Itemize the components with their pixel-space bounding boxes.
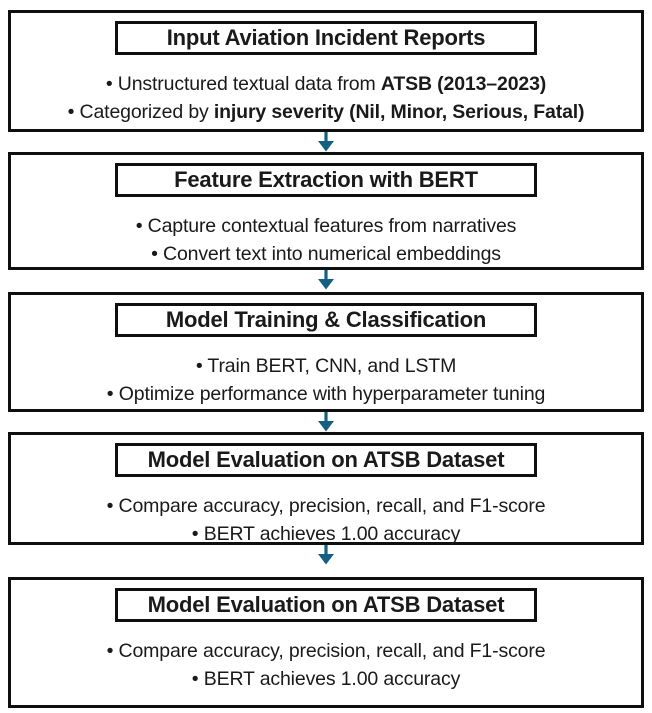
bullet-text: • Unstructured textual data from: [105, 73, 381, 95]
step-title-frame: Model Evaluation on ATSB Dataset: [115, 588, 537, 622]
flow-connector: [8, 132, 644, 152]
bullet-line: • Convert text into numerical embeddings: [136, 240, 517, 268]
flow-step-model-training: Model Training & Classification • Train …: [8, 292, 644, 412]
flow-step-model-evaluation-2: Model Evaluation on ATSB Dataset • Compa…: [8, 577, 644, 708]
bullet-text: • Capture contextual features from narra…: [135, 215, 517, 237]
step-title: Model Training & Classification: [165, 307, 487, 332]
flow-connector: [8, 270, 644, 292]
step-title: Model Evaluation on ATSB Dataset: [147, 447, 505, 472]
bullet-text-bold: injury severity (Nil, Minor, Serious, Fa…: [213, 101, 585, 123]
down-arrow-icon: [318, 132, 334, 152]
bullet-line: • Train BERT, CNN, and LSTM: [107, 352, 545, 380]
bullet-text: • Compare accuracy, precision, recall, a…: [106, 495, 546, 517]
bullet-line: • Capture contextual features from narra…: [136, 212, 517, 240]
bullet-text: • Optimize performance with hyperparamet…: [106, 383, 546, 405]
step-bullets: • Unstructured textual data from ATSB (2…: [68, 70, 585, 126]
flow-step-model-evaluation: Model Evaluation on ATSB Dataset • Compa…: [8, 432, 644, 545]
bullet-text: • Compare accuracy, precision, recall, a…: [106, 640, 546, 662]
bullet-text-bold: ATSB (2013–2023): [380, 73, 547, 95]
bullet-text: • Convert text into numerical embeddings: [151, 243, 501, 265]
step-title: Input Aviation Incident Reports: [166, 25, 486, 50]
bullet-line: • Categorized by injury severity (Nil, M…: [68, 98, 585, 126]
down-arrow-icon: [318, 545, 334, 565]
step-bullets: • Compare accuracy, precision, recall, a…: [107, 637, 546, 693]
step-bullets: • Compare accuracy, precision, recall, a…: [107, 492, 546, 548]
bullet-line: • Compare accuracy, precision, recall, a…: [107, 492, 546, 520]
bullet-line: • Optimize performance with hyperparamet…: [106, 380, 546, 408]
bullet-line: • BERT achieves 1.00 accuracy: [107, 520, 546, 548]
step-title-frame: Model Training & Classification: [115, 303, 537, 337]
step-bullets: • Train BERT, CNN, and LSTM • Optimize p…: [106, 352, 546, 408]
bullet-line: • Unstructured textual data from ATSB (2…: [68, 70, 585, 98]
step-title-frame: Model Evaluation on ATSB Dataset: [115, 443, 537, 477]
down-arrow-icon: [318, 412, 334, 432]
flow-step-input-reports: Input Aviation Incident Reports • Unstru…: [8, 10, 644, 132]
flow-step-feature-extraction: Feature Extraction with BERT • Capture c…: [8, 152, 644, 270]
step-title: Feature Extraction with BERT: [174, 167, 478, 192]
step-title: Model Evaluation on ATSB Dataset: [147, 592, 505, 617]
bullet-line: • BERT achieves 1.00 accuracy: [107, 665, 546, 693]
step-title-frame: Feature Extraction with BERT: [115, 163, 537, 197]
step-bullets: • Capture contextual features from narra…: [136, 212, 517, 268]
bullet-line: • Compare accuracy, precision, recall, a…: [107, 637, 546, 665]
bullet-text: • Train BERT, CNN, and LSTM: [195, 355, 457, 377]
flow-connector: [8, 412, 644, 432]
step-title-frame: Input Aviation Incident Reports: [115, 21, 537, 55]
bullet-text: • BERT achieves 1.00 accuracy: [191, 668, 461, 690]
down-arrow-icon: [318, 270, 334, 290]
flow-connector: [8, 545, 644, 577]
bullet-text: • Categorized by: [67, 101, 214, 123]
bullet-text: • BERT achieves 1.00 accuracy: [191, 523, 461, 545]
